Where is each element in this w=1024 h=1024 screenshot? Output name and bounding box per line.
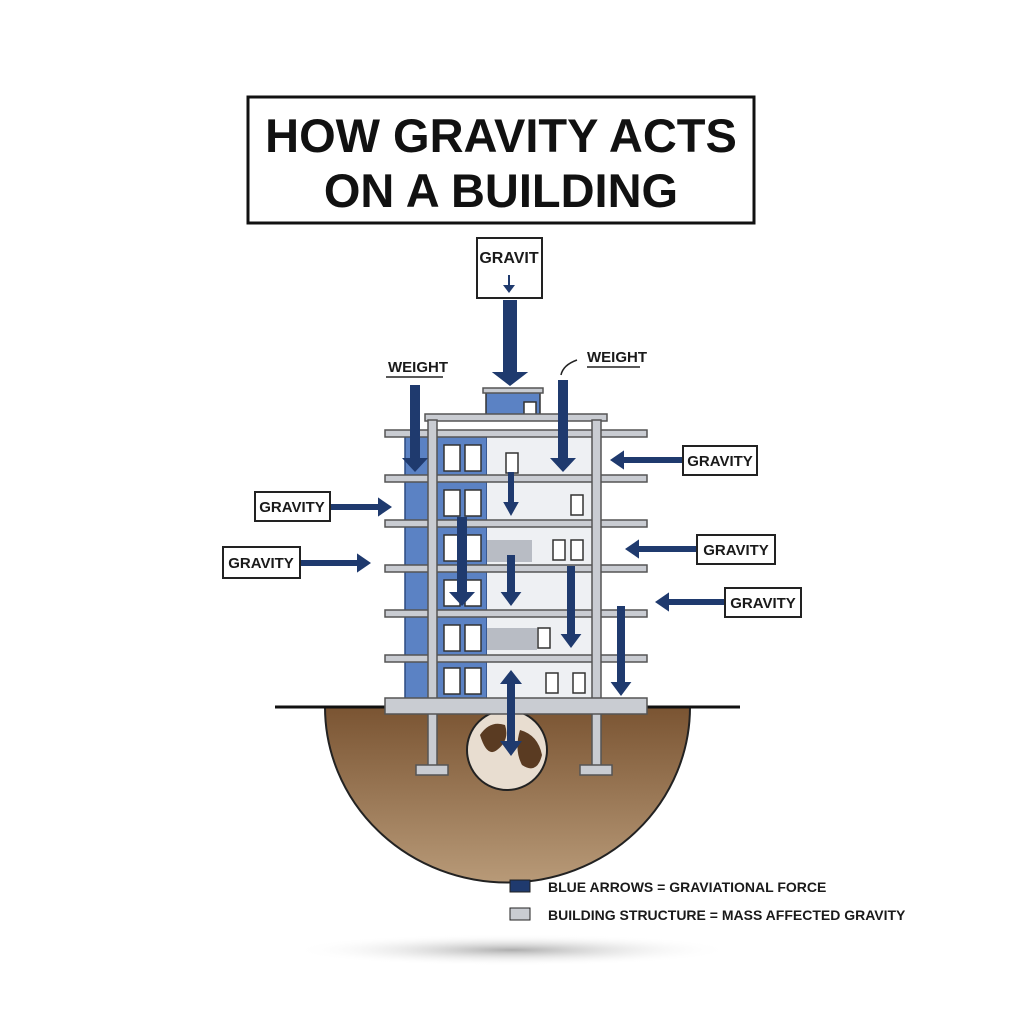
down-arrow-icon	[500, 555, 522, 606]
down-arrow-icon	[402, 385, 428, 472]
weight-label-left: WEIGHT	[388, 359, 448, 376]
window	[572, 672, 586, 694]
floor-slab	[384, 519, 648, 528]
svg-text:GRAVITY: GRAVITY	[228, 555, 294, 572]
down-arrow-icon	[610, 606, 632, 696]
title-line-1: HOW GRAVITY ACTS	[265, 109, 737, 162]
floor-slab	[384, 609, 648, 618]
window	[464, 667, 482, 695]
legend-swatch-structure	[509, 907, 531, 921]
gravity-label-left-1: GRAVITY	[254, 491, 331, 522]
down-arrow-icon	[449, 517, 475, 606]
window	[570, 539, 584, 561]
window	[443, 444, 461, 472]
down-arrow-icon	[560, 566, 582, 648]
title-box: HOW GRAVITY ACTS ON A BUILDING	[246, 95, 756, 225]
floor-slab	[384, 474, 648, 483]
window	[545, 672, 559, 694]
right-column	[591, 419, 602, 771]
floor-slab	[384, 429, 648, 438]
right-arrow-icon	[300, 553, 371, 573]
legend-text-arrows: BLUE ARROWS = GRAVIATIONAL FORCE	[548, 879, 826, 895]
double-arrow-icon	[500, 670, 522, 756]
window	[464, 534, 482, 562]
floor-slab	[384, 564, 648, 573]
building-structure	[384, 387, 648, 776]
left-column	[427, 419, 438, 771]
left-arrow-icon	[655, 592, 725, 612]
window	[464, 624, 482, 652]
down-arrow-icon	[550, 380, 576, 472]
left-footing	[415, 764, 449, 776]
small-down-arrow-icon	[503, 285, 515, 293]
gravity-label-left-2: GRAVITY	[222, 546, 301, 579]
window	[570, 494, 584, 516]
svg-text:GRAVITY: GRAVITY	[687, 453, 753, 470]
weight-label-right: WEIGHT	[587, 349, 647, 366]
ground-shadow	[292, 934, 732, 966]
window	[552, 539, 566, 561]
legend-text-structure: BUILDING STRUCTURE = MASS AFFECTED GRAVI…	[548, 907, 906, 923]
top-box-text: GRAVIT	[479, 250, 538, 267]
title-line-2: ON A BUILDING	[324, 164, 678, 217]
down-arrow-icon	[503, 472, 519, 516]
gravity-label-right-2: GRAVITY	[696, 534, 776, 565]
floor-slab	[384, 654, 648, 663]
svg-text:GRAVITY: GRAVITY	[259, 499, 325, 516]
svg-text:GRAVITY: GRAVITY	[730, 595, 796, 612]
gravity-label-right-1: GRAVITY	[682, 445, 758, 476]
down-arrow-icon	[491, 300, 529, 386]
legend: BLUE ARROWS = GRAVIATIONAL FORCE BUILDIN…	[509, 879, 906, 923]
window	[443, 624, 461, 652]
legend-swatch-arrows	[509, 879, 531, 893]
svg-text:GRAVITY: GRAVITY	[703, 542, 769, 559]
roof-slab	[424, 413, 608, 422]
left-arrow-icon	[610, 450, 683, 470]
window	[443, 489, 461, 517]
foundation-slab	[384, 697, 648, 715]
left-arrow-icon	[625, 539, 697, 559]
window	[464, 489, 482, 517]
window	[464, 444, 482, 472]
window	[443, 667, 461, 695]
right-arrow-icon	[330, 497, 392, 517]
window	[505, 452, 519, 474]
right-footing	[579, 764, 613, 776]
gravity-label-right-3: GRAVITY	[724, 587, 802, 618]
window	[537, 627, 551, 649]
gravity-top-label: GRAVIT	[476, 237, 543, 299]
